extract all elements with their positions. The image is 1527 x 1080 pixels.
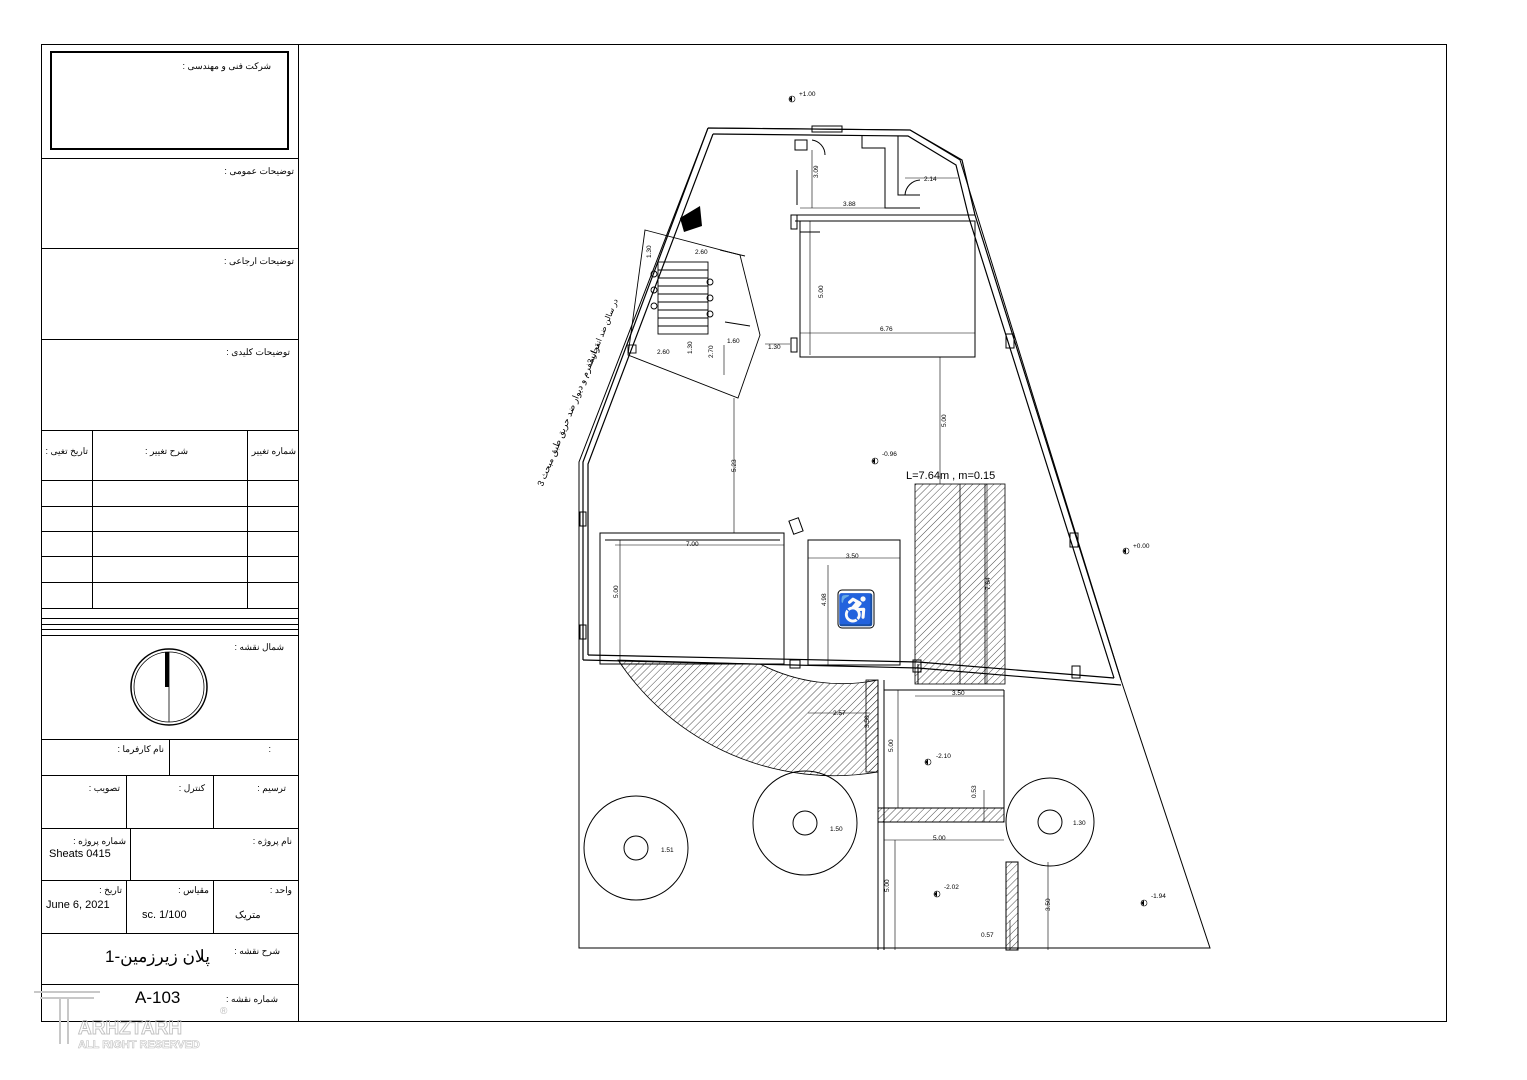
- checked-label: کنترل :: [178, 783, 205, 793]
- level-marker-right: +0.00: [1122, 543, 1150, 555]
- dim-label: 4.98: [821, 593, 828, 606]
- dim-label: 1.30: [1073, 820, 1086, 827]
- company-label: شرکت فنی و مهندسی :: [182, 61, 271, 71]
- accessible-parking: [807, 539, 901, 666]
- watermark-tagline: ALL RIGHT RESERVED: [78, 1039, 200, 1051]
- approved-label: تصویب :: [88, 783, 120, 793]
- revision-description-header: شرح تغییر :: [144, 446, 188, 456]
- svg-text:+0.00: +0.00: [1133, 543, 1150, 550]
- dim-label: 2.60: [695, 249, 708, 256]
- revision-number-header: شماره تغییر: [251, 446, 296, 456]
- scale-value: sc. 1/100: [142, 909, 187, 921]
- dim-label: 3.50: [846, 553, 859, 560]
- dim-label: 3.50: [952, 690, 965, 697]
- dim-label: 2.14: [924, 176, 937, 183]
- unit-value: متریک: [235, 910, 261, 921]
- dim-label: 2.70: [708, 345, 715, 358]
- sheet-border: [41, 44, 1447, 1022]
- dim-label: 1.51: [661, 847, 674, 854]
- sheet-number-label: شماره نقشه :: [226, 994, 278, 1004]
- company-box: شرکت فنی و مهندسی :: [50, 51, 289, 150]
- drawn-label: ترسیم :: [257, 783, 286, 793]
- north-arrow-icon: [130, 648, 208, 726]
- dim-label: 5.00: [884, 879, 891, 892]
- dim-label: 1.30: [687, 341, 694, 354]
- dim-label: 5.00: [888, 739, 895, 752]
- project-number-label: شماره پروژه :: [73, 836, 126, 846]
- level-markers: +1.00 -0.96 +0.00 -2.10 -2.02 -1.94: [788, 91, 1166, 907]
- dim-label: 2.60: [657, 349, 670, 356]
- transformer-mark: [680, 206, 702, 232]
- dim-label: 6.76: [880, 326, 893, 333]
- dim-label: 0.57: [981, 932, 994, 939]
- dim-label: 2.57: [833, 710, 846, 717]
- dimension-lines: [615, 150, 1049, 950]
- dim-label: 1.30: [646, 245, 653, 258]
- north-label: شمال نقشه :: [234, 642, 284, 652]
- watermark-logo: ARHZTARH ® ALL RIGHT RESERVED: [34, 991, 228, 1051]
- ramp: [617, 483, 1006, 777]
- dim-label: 3.88: [843, 201, 856, 208]
- dim-label: 1.50: [830, 826, 843, 833]
- dim-label: 0.53: [971, 785, 978, 798]
- trees: [583, 770, 1095, 901]
- dim-label: 5.00: [818, 285, 825, 298]
- svg-text:+1.00: +1.00: [799, 91, 816, 98]
- level-marker-mid: -0.96: [871, 451, 897, 465]
- dim-label: 7.00: [686, 541, 699, 548]
- svg-text:-1.94: -1.94: [1151, 893, 1166, 900]
- sheet-number-value: A-103: [135, 988, 181, 1007]
- wheelchair-icon: ♿: [837, 592, 874, 627]
- scale-label: مقیاس :: [178, 885, 209, 895]
- staircase: [627, 229, 761, 399]
- dim-label: 1.60: [727, 338, 740, 345]
- reference-notes-label: توضیحات ارجاعی :: [223, 256, 294, 266]
- client-label: نام کارفرما :: [117, 744, 164, 754]
- date-value: June 6, 2021: [46, 899, 110, 911]
- watermark-brand: ARHZTARH: [78, 1018, 182, 1039]
- dim-label: 3.50: [1045, 898, 1052, 911]
- level-marker-top: +1.00: [788, 91, 816, 103]
- project-number-value: Sheats 0415: [49, 848, 111, 860]
- dim-label: 5.00: [613, 585, 620, 598]
- dim-label: 1.30: [768, 344, 781, 351]
- site-boundary: [578, 127, 1211, 949]
- client-colon: :: [268, 744, 271, 754]
- svg-text:-0.96: -0.96: [882, 451, 897, 458]
- general-notes-label: توضیحات عمومی :: [224, 166, 294, 176]
- dim-label: 3.50: [864, 715, 871, 728]
- dim-label: 5.23: [731, 459, 738, 472]
- watermark-mark: ®: [220, 1006, 228, 1017]
- dimension-labels: 3.09 2.14 3.88 1.30 2.60 5.00 6.76 1.30 …: [613, 165, 1086, 939]
- project-name-label: نام پروژه :: [252, 836, 292, 846]
- dim-label: 5.00: [933, 835, 946, 842]
- revision-date-header: تاریخ تغیی :: [45, 446, 88, 456]
- dim-label: 5.00: [941, 414, 948, 427]
- svg-text:-2.10: -2.10: [936, 753, 951, 760]
- key-notes-label: توضیحات کلیدی :: [226, 347, 290, 357]
- level-marker-center: -2.10: [924, 753, 951, 766]
- top-rooms: [794, 125, 975, 222]
- title-block: شرکت فنی و مهندسی : توضیحات عمومی : توضی…: [41, 44, 299, 1022]
- level-marker-bottom-right: -1.94: [1140, 893, 1166, 907]
- ramp-note: L=7.64m , m=0.15: [906, 470, 995, 482]
- dim-label: 7.64: [985, 577, 992, 590]
- dim-label: 3.09: [813, 165, 820, 178]
- svg-text:-2.02: -2.02: [944, 884, 959, 891]
- unit-label: واحد :: [269, 885, 292, 895]
- sheet-description-value: پلان زیرزمین-1: [105, 947, 210, 966]
- date-label: تاریخ :: [99, 885, 122, 895]
- lower-area: [789, 333, 1081, 951]
- sheet-description-label: شرح نقشه :: [234, 946, 280, 956]
- wall-note-2: در سالن ضد انفجار 3: [586, 297, 621, 365]
- level-marker-bottom-center: -2.02: [933, 884, 959, 898]
